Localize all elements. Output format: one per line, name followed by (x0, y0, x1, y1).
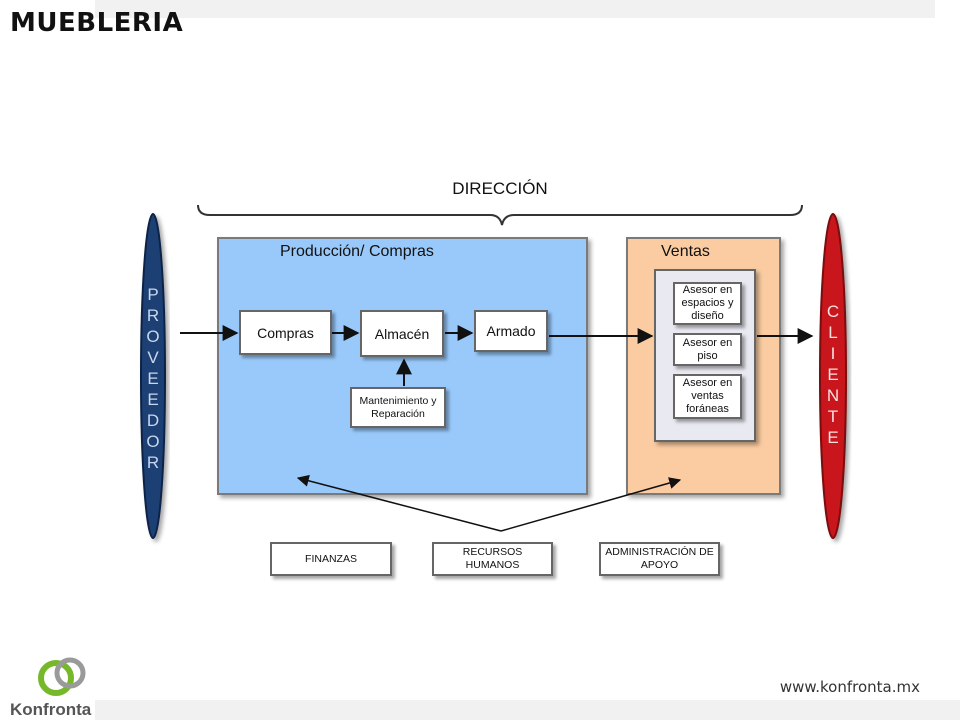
asesor-foraneas-box: Asesor en ventas foráneas (673, 374, 742, 419)
proveedor-letter: E (147, 369, 159, 388)
proveedor-letter: E (147, 390, 159, 409)
cliente-ellipse (819, 213, 847, 539)
cliente-letter: E (827, 428, 839, 447)
asesor-piso-label: Asesor en piso (682, 336, 733, 362)
recursos-humanos-label: RECURSOS HUMANOS (462, 546, 523, 571)
proveedor-letter: V (147, 348, 159, 367)
compras-box: Compras (239, 310, 332, 355)
cliente-letter: T (827, 407, 839, 426)
almacen-box: Almacén (360, 310, 444, 357)
asesor-espacios-label: Asesor en espacios y diseño (681, 284, 734, 322)
mantenimiento-label: Mantenimiento y Reparación (359, 394, 437, 420)
proveedor-letter: R (146, 453, 160, 472)
asesor-piso-box: Asesor en piso (673, 333, 742, 366)
finanzas-label: FINANZAS (305, 553, 357, 565)
almacen-label: Almacén (374, 325, 430, 342)
direccion-label: DIRECCIÓN (452, 179, 548, 198)
cliente-letter: C (826, 302, 840, 321)
proveedor-letter: D (146, 411, 160, 430)
finanzas-box: FINANZAS (270, 542, 392, 576)
asesor-espacios-box: Asesor en espacios y diseño (673, 282, 742, 325)
top-bar (95, 0, 935, 18)
page-title: MUEBLERIA (10, 8, 184, 38)
arrow-support-produccion (296, 474, 502, 532)
armado-box: Armado (474, 310, 548, 352)
recursos-humanos-box: RECURSOS HUMANOS (432, 542, 553, 576)
proveedor-ellipse (140, 213, 166, 539)
konfronta-logo-icon (38, 657, 86, 696)
produccion-title: Producción/ Compras (280, 243, 434, 260)
website-link[interactable]: www.konfronta.mx (779, 678, 920, 696)
bottom-bar (95, 700, 960, 720)
proveedor-letter: R (146, 306, 160, 325)
arrow-support-ventas (500, 477, 682, 532)
mantenimiento-box: Mantenimiento y Reparación (350, 387, 446, 428)
direccion-brace (197, 204, 803, 226)
cliente-letter: N (826, 386, 840, 405)
cliente-letter: L (828, 323, 838, 342)
administracion-box: ADMINISTRACIÓN DE APOYO (599, 542, 720, 576)
armado-label: Armado (486, 323, 536, 339)
asesor-foraneas-label: Asesor en ventas foráneas (682, 377, 733, 415)
produccion-panel (217, 237, 588, 495)
administracion-label: ADMINISTRACIÓN DE APOYO (605, 546, 714, 571)
compras-label: Compras (257, 324, 314, 341)
proveedor-letter: O (146, 327, 160, 346)
proveedor-letter: O (146, 432, 160, 451)
cliente-letter: E (827, 365, 839, 384)
cliente-letter: I (830, 344, 836, 363)
ventas-title: Ventas (661, 243, 710, 260)
proveedor-letter: P (147, 285, 159, 304)
logo-text: Konfronta (10, 700, 92, 719)
